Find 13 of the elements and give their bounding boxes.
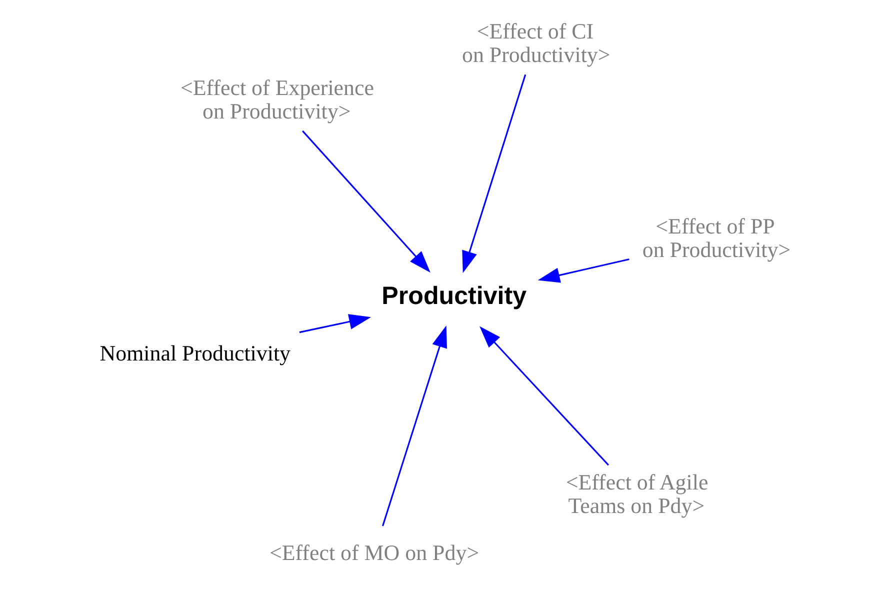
arrow — [480, 326, 609, 466]
arrow — [382, 326, 447, 526]
node-text: <Effect of PP on Productivity> — [642, 213, 791, 262]
node-text: <Effect of Agile Teams on Pdy> — [566, 469, 708, 518]
arrow — [302, 130, 430, 273]
node-text: Nominal Productivity — [100, 340, 291, 366]
arrow — [462, 74, 526, 273]
arrow — [299, 314, 372, 334]
node-text: <Effect of Experience on Productivity> — [180, 74, 374, 124]
arrow — [538, 258, 630, 283]
node-text: Productivity — [382, 282, 527, 310]
node-text: <Effect of MO on Pdy> — [270, 540, 480, 566]
node-text: <Effect of CI on Productivity> — [462, 18, 610, 67]
